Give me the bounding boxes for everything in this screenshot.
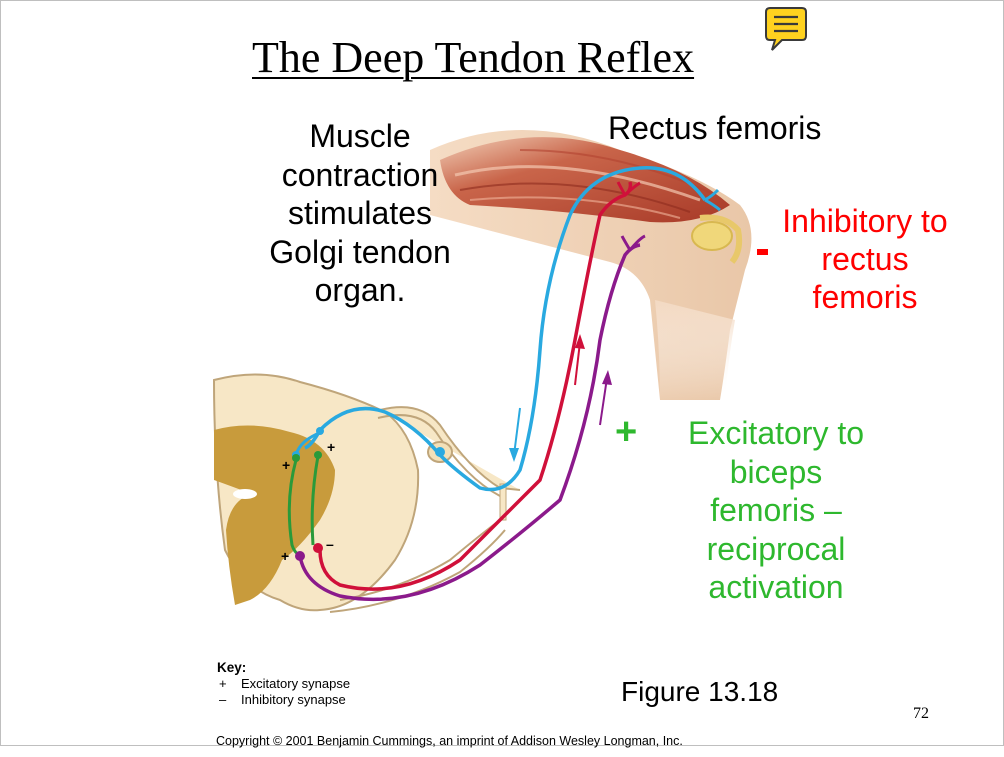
excitatory-text-line: reciprocal — [656, 530, 896, 569]
key-label: Excitatory synapse — [241, 676, 350, 691]
inhibitory-text-line: rectus — [756, 240, 974, 278]
inhibitory-text: Inhibitory to rectus femoris — [756, 202, 974, 316]
muscle-text-line: stimulates — [244, 194, 476, 233]
red-arrow — [575, 342, 580, 385]
excitatory-text-line: biceps — [656, 453, 896, 492]
rectus-femoris-label: Rectus femoris — [608, 110, 821, 147]
excitatory-text-line: femoris – — [656, 491, 896, 530]
synapse-plus-1: + — [282, 457, 290, 473]
muscle-contraction-text: Muscle contraction stimulates Golgi tend… — [244, 117, 476, 310]
patella — [692, 222, 732, 250]
inhibitory-text-line: femoris — [756, 278, 974, 316]
muscle-text-line: organ. — [244, 271, 476, 310]
key-item-excitatory: +Excitatory synapse — [217, 676, 350, 692]
key-label: Inhibitory synapse — [241, 692, 346, 707]
key-title: Key: — [217, 660, 350, 676]
purple-arrow — [600, 378, 607, 425]
inhibitory-text-line: Inhibitory to — [756, 202, 974, 240]
key-legend: Key: +Excitatory synapse –Inhibitory syn… — [217, 660, 350, 708]
key-symbol: + — [217, 676, 241, 692]
excitatory-text-line: activation — [656, 568, 896, 607]
synapse-minus: – — [326, 536, 334, 552]
muscle-text-line: Muscle — [244, 117, 476, 156]
excitatory-text: Excitatory to biceps femoris – reciproca… — [656, 414, 896, 607]
key-item-inhibitory: –Inhibitory synapse — [217, 692, 350, 708]
synapse-plus-3: + — [281, 548, 289, 564]
sensory-arrow — [514, 408, 520, 455]
page-number: 72 — [913, 705, 929, 723]
muscle-text-line: Golgi tendon — [244, 233, 476, 272]
muscle-text-line: contraction — [244, 156, 476, 195]
key-symbol: – — [217, 692, 241, 708]
synapse-plus-2: + — [327, 439, 335, 455]
copyright-text: Copyright © 2001 Benjamin Cummings, an i… — [216, 734, 683, 748]
excitatory-text-line: Excitatory to — [656, 414, 896, 453]
excitatory-plus-sign: + — [615, 412, 637, 452]
figure-label: Figure 13.18 — [621, 676, 778, 708]
